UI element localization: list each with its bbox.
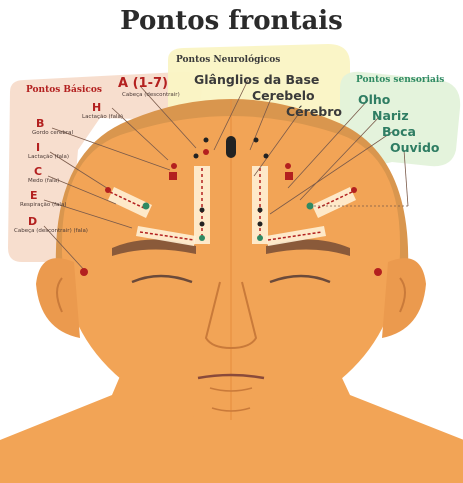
sensory-point-mouth: Boca [382,126,416,139]
group-basic-label: Pontos Básicos [26,86,102,95]
basic-point-d-desc: Cabeça (descontrair) (fala) [14,229,88,235]
sensory-point-nose: Nariz [372,110,409,123]
basic-point-a: A (1-7) [118,77,168,90]
basic-point-e: E [30,190,38,201]
basic-point-h-desc: Lactação (fala) [82,115,123,121]
neuro-point-cerebrum: Cérebro [286,106,342,119]
group-sensory-label: Pontos sensoriais [356,76,444,85]
basic-point-h: H [92,102,101,113]
neuro-point-cerebellum: Cerebelo [252,90,315,103]
group-neuro-label: Pontos Neurológicos [176,56,280,65]
sensory-point-ear: Ouvido [390,142,440,155]
diagram-title: Pontos frontais [0,8,463,34]
sensory-point-eye: Olho [358,94,390,107]
basic-point-c: C [34,166,42,177]
basic-point-d: D [28,216,37,227]
basic-point-i-desc: Lactação (fala) [28,155,69,161]
basic-point-b: B [36,118,44,129]
basic-point-i: I [36,142,40,153]
basic-point-b-desc: Gordo cerebral [32,131,73,137]
basic-point-c-desc: Medo (fala) [28,179,59,185]
basic-point-e-desc: Respiração (fala) [20,203,66,209]
neuro-point-basal-ganglia: Glânglios da Base [194,74,319,87]
basic-point-a-desc: Cabeça (descontrair) [122,93,180,99]
